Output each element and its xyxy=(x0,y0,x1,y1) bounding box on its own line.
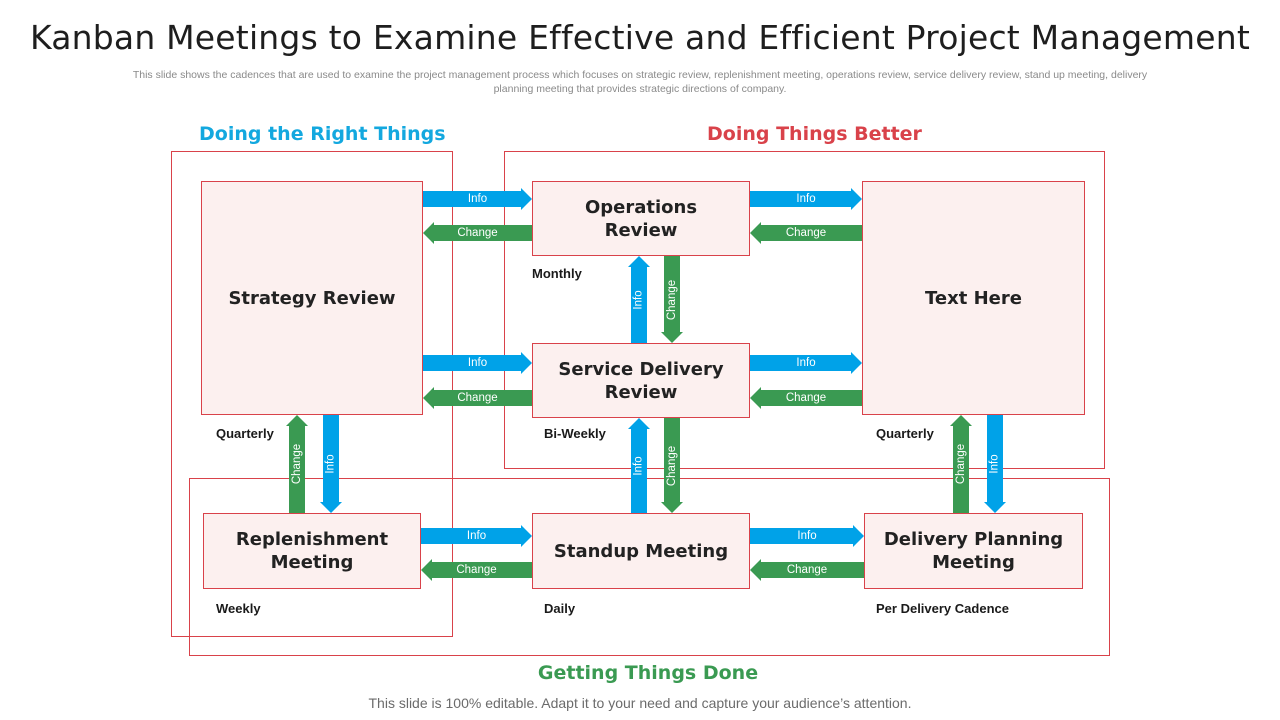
arrow-change-operations-to-strategy: Change xyxy=(423,222,532,244)
arrow-label-change: Change xyxy=(457,227,498,239)
arrow-shape xyxy=(750,387,862,409)
arrow-change-text-to-service: Change xyxy=(750,387,862,409)
arrow-info-standup-to-service: Info xyxy=(628,418,650,513)
arrow-label-change: Change xyxy=(291,443,304,485)
arrow-label-info: Info xyxy=(467,193,488,205)
node-replenishment-meeting: Replenishment Meeting xyxy=(203,513,421,589)
arrow-shape xyxy=(421,559,532,581)
arrow-shape xyxy=(423,222,532,244)
arrow-label-change: Change xyxy=(785,392,827,404)
arrow-shape xyxy=(750,525,864,547)
arrow-info-service-to-text: Info xyxy=(750,352,862,374)
freq-per-delivery-cadence: Per Delivery Cadence xyxy=(876,601,1009,616)
arrow-info-operations-to-text: Info xyxy=(750,188,862,210)
arrow-shape xyxy=(750,188,862,210)
arrow-change-delivery-to-text: Change xyxy=(950,415,972,513)
arrow-label-change: Change xyxy=(456,564,497,576)
node-strategy-review: Strategy Review xyxy=(201,181,423,415)
arrow-label-change: Change xyxy=(666,279,679,320)
freq-bi-weekly: Bi-Weekly xyxy=(544,426,606,441)
slide-subtitle: This slide shows the cadences that are u… xyxy=(132,69,1148,95)
arrow-label-info: Info xyxy=(633,455,645,476)
arrow-info-service-to-operations: Info xyxy=(628,256,650,343)
node-delivery-planning-meeting: Delivery Planning Meeting xyxy=(864,513,1083,589)
region-getting-things-done xyxy=(189,478,1110,656)
arrow-change-service-to-standup: Change xyxy=(661,418,683,513)
arrow-label-info: Info xyxy=(325,454,337,474)
freq-weekly: Weekly xyxy=(216,601,261,616)
arrow-shape xyxy=(984,415,1006,513)
arrow-label-info: Info xyxy=(989,454,1001,474)
arrow-label-info: Info xyxy=(466,530,487,542)
footer-note: This slide is 100% editable. Adapt it to… xyxy=(368,695,912,711)
region-doing-things-better xyxy=(504,151,1105,469)
node-operations-review: Operations Review xyxy=(532,181,750,256)
arrow-label-info: Info xyxy=(797,530,817,542)
arrow-info-strategy-to-service: Info xyxy=(423,352,532,374)
arrow-label-change: Change xyxy=(786,564,828,576)
arrow-info-strategy-to-replenishment: Info xyxy=(320,415,342,513)
arrow-change-service-to-strategy: Change xyxy=(423,387,532,409)
arrow-label-info: Info xyxy=(796,193,816,205)
arrow-info-text-to-delivery: Info xyxy=(984,415,1006,513)
arrow-shape xyxy=(750,222,862,244)
arrow-label-info: Info xyxy=(467,357,488,369)
arrow-label-change: Change xyxy=(785,227,827,239)
arrow-shape xyxy=(421,525,532,547)
arrow-shape xyxy=(950,415,972,513)
freq-daily: Daily xyxy=(544,601,576,616)
arrow-shape xyxy=(661,256,683,343)
freq-quarterly-right: Quarterly xyxy=(876,426,934,441)
arrow-shape xyxy=(628,418,650,513)
arrow-change-text-to-operations: Change xyxy=(750,222,862,244)
arrow-info-replenishment-to-standup: Info xyxy=(421,525,532,547)
arrow-shape xyxy=(423,188,532,210)
arrow-label-info: Info xyxy=(796,357,816,369)
arrow-change-operations-to-service: Change xyxy=(661,256,683,343)
arrow-shape xyxy=(628,256,650,343)
arrow-shape xyxy=(661,418,683,513)
arrow-info-strategy-to-operations: Info xyxy=(423,188,532,210)
arrow-shape xyxy=(320,415,342,513)
slide-title: Kanban Meetings to Examine Effective and… xyxy=(29,18,1251,57)
arrow-info-standup-to-delivery: Info xyxy=(750,525,864,547)
freq-monthly: Monthly xyxy=(532,266,582,281)
arrow-label-change: Change xyxy=(955,443,968,485)
arrow-label-change: Change xyxy=(457,392,498,404)
arrow-change-delivery-to-standup: Change xyxy=(750,559,864,581)
heading-getting-things-done: Getting Things Done xyxy=(537,662,759,684)
arrow-shape xyxy=(750,352,862,374)
heading-doing-things-better: Doing Things Better xyxy=(707,123,922,145)
node-text-here: Text Here xyxy=(862,181,1085,415)
arrow-shape xyxy=(750,559,864,581)
arrow-label-change: Change xyxy=(666,445,679,486)
arrow-shape xyxy=(423,387,532,409)
node-standup-meeting: Standup Meeting xyxy=(532,513,750,589)
freq-quarterly-left: Quarterly xyxy=(216,426,274,441)
heading-doing-right-things: Doing the Right Things xyxy=(199,123,446,145)
arrow-shape xyxy=(423,352,532,374)
arrow-change-replenishment-to-strategy: Change xyxy=(286,415,308,513)
arrow-change-standup-to-replenishment: Change xyxy=(421,559,532,581)
node-service-delivery-review: Service Delivery Review xyxy=(532,343,750,418)
arrow-label-info: Info xyxy=(633,289,645,310)
arrow-shape xyxy=(286,415,308,513)
